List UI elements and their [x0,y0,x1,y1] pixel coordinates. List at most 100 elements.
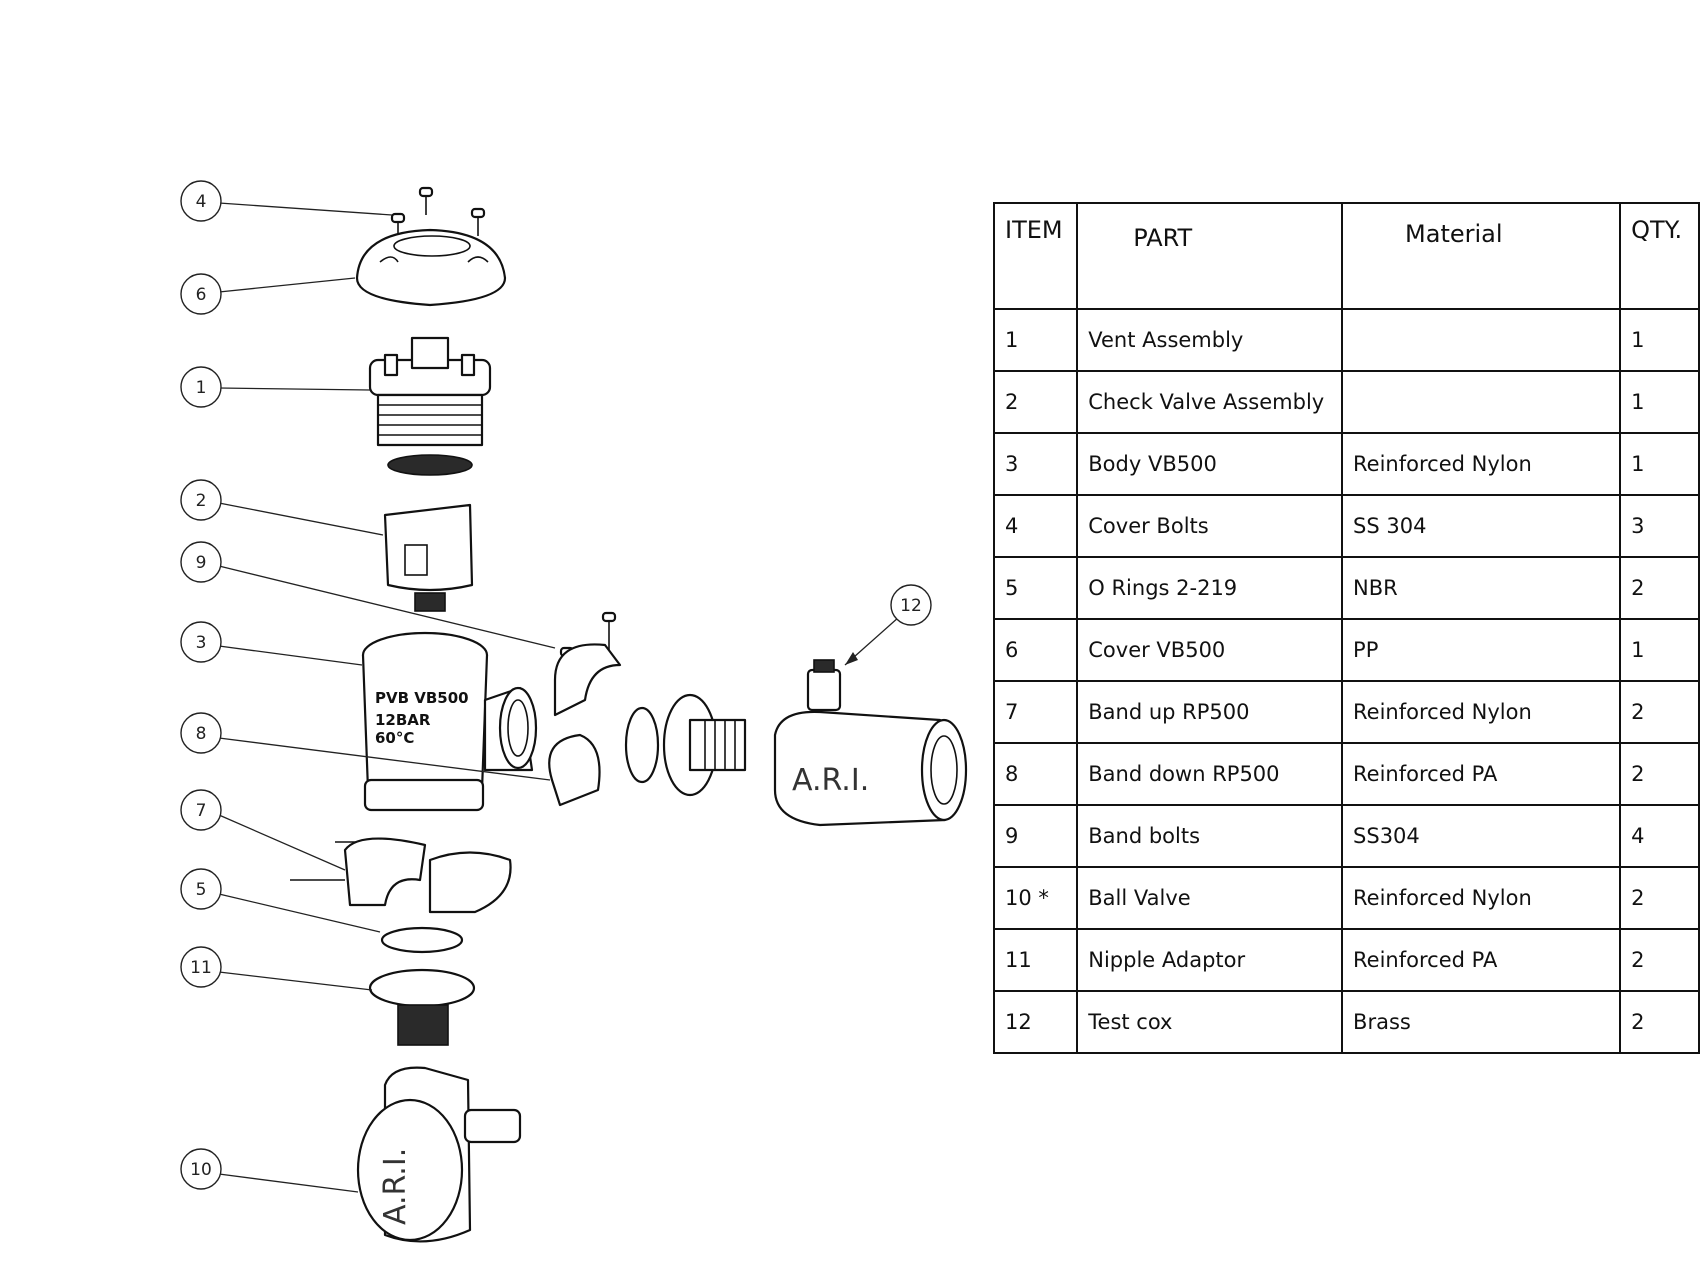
svg-text:10: 10 [190,1160,212,1180]
callout-7: 7 [180,789,222,831]
cell-material: SS304 [1341,804,1622,868]
svg-text:8: 8 [196,724,207,744]
svg-text:1: 1 [196,378,207,398]
vent-assembly [368,336,492,476]
callout-5: 5 [180,868,222,910]
band-up-right [553,643,622,717]
cell-item: 7 [992,680,1079,744]
header-qty: QTY. [1619,202,1700,310]
ball-valve-handle [463,1108,522,1144]
svg-text:11: 11 [190,958,212,978]
cell-material [1341,308,1622,372]
cell-item: 1 [992,308,1079,372]
cell-item: 11 [992,928,1079,992]
cell-qty: 3 [1619,494,1700,558]
band-down-right [548,733,601,807]
cell-material: Reinforced Nylon [1341,866,1622,930]
callout-9: 9 [180,541,222,583]
svg-text:4: 4 [196,192,207,212]
cell-part: Body VB500 [1076,432,1344,496]
cell-part: Vent Assembly [1076,308,1344,372]
cell-qty: 2 [1619,928,1700,992]
cell-material: Reinforced Nylon [1341,680,1622,744]
cell-qty: 1 [1619,432,1700,496]
cell-item: 5 [992,556,1079,620]
callout-4: 4 [180,180,222,222]
cell-qty: 2 [1619,556,1700,620]
cell-material: Reinforced PA [1341,742,1622,806]
cell-part: Band down RP500 [1076,742,1344,806]
ball-valve-right: A.R.I. [773,659,968,827]
svg-text:6: 6 [196,285,207,305]
cell-material [1341,370,1622,434]
cell-item: 6 [992,618,1079,682]
svg-text:9: 9 [196,553,207,573]
callout-10: 10 [180,1148,222,1190]
cell-qty: 2 [1619,680,1700,744]
nipple-adaptor-right [662,693,747,797]
cell-part: Band bolts [1076,804,1344,868]
cell-qty: 1 [1619,618,1700,682]
cell-material: Reinforced PA [1341,928,1622,992]
cell-qty: 4 [1619,804,1700,868]
nipple-adaptor [368,968,476,1046]
cell-material: SS 304 [1341,494,1622,558]
header-item: ITEM [992,202,1079,310]
o-ring-right [624,706,660,784]
test-cox [806,668,842,712]
callout-12: 12 [890,584,932,626]
body-rating-marking: 12BAR [375,711,431,729]
cell-part: Ball Valve [1076,866,1344,930]
ball-valve-brand-right: A.R.I. [792,763,869,798]
svg-text:7: 7 [196,801,207,821]
cell-part: Cover Bolts [1076,494,1344,558]
cell-item: 2 [992,370,1079,434]
cell-item: 9 [992,804,1079,868]
cover-bolts [390,186,486,240]
callout-3: 3 [180,621,222,663]
header-material: Material [1341,202,1622,310]
callout-11: 11 [180,946,222,988]
band-up-lower [290,837,512,914]
leader-lines [218,202,900,1193]
callout-6: 6 [180,273,222,315]
callout-2: 2 [180,479,222,521]
cell-part: O Rings 2-219 [1076,556,1344,620]
cell-part: Test cox [1076,990,1344,1054]
cell-material: PP [1341,618,1622,682]
cell-part: Band up RP500 [1076,680,1344,744]
body-temp-marking: 60°C [375,729,414,747]
cell-item: 12 [992,990,1079,1054]
cell-item: 4 [992,494,1079,558]
ball-valve: A.R.I. [356,1066,522,1243]
cell-qty: 2 [1619,742,1700,806]
svg-text:5: 5 [196,880,207,900]
o-ring [380,926,464,954]
cell-qty: 1 [1619,370,1700,434]
svg-text:2: 2 [196,491,207,511]
cell-item: 3 [992,432,1079,496]
table-header-row: ITEM PART Material QTY. [992,202,1700,310]
cell-material: Brass [1341,990,1622,1054]
svg-text:3: 3 [196,633,207,653]
body-model-marking: PVB VB500 [375,689,469,707]
cell-part: Check Valve Assembly [1076,370,1344,434]
cell-part: Nipple Adaptor [1076,928,1344,992]
cell-qty: 2 [1619,866,1700,930]
ball-valve-brand: A.R.I. [378,1148,413,1225]
header-part: PART [1076,202,1344,310]
callout-8: 8 [180,712,222,754]
cover-vb500 [355,228,507,307]
cell-material: NBR [1341,556,1622,620]
exploded-view-drawing: PVB VB500 12BAR 60°C A.R.I. [180,180,968,1243]
